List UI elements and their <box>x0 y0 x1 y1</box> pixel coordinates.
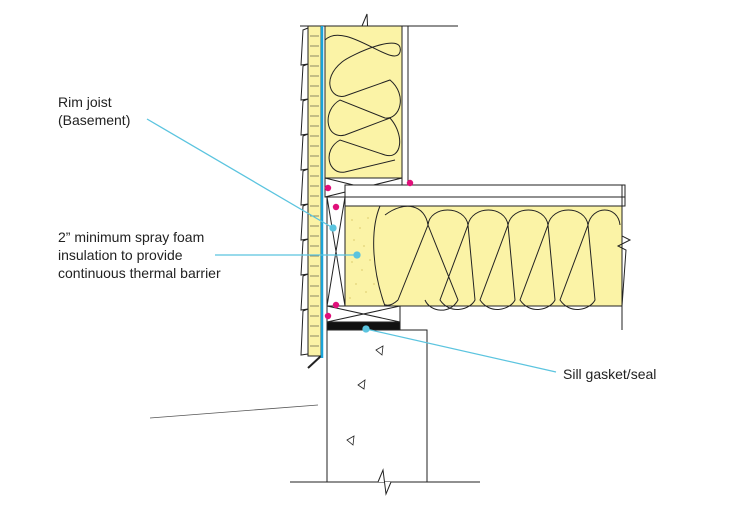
sealant-dots <box>324 179 414 320</box>
sill-gasket-leader <box>365 328 557 373</box>
rim-joist-leader <box>146 118 334 229</box>
spray-foam-label-line2: insulation to provide <box>58 247 183 263</box>
spray-foam-label-line1: 2” minimum spray foam <box>58 229 205 245</box>
rim-joist-label-line1: Rim joist <box>58 94 112 110</box>
spray-foam-label-line3: continuous thermal barrier <box>58 265 221 281</box>
strip-hatching <box>310 35 319 347</box>
foundation-wall <box>326 329 428 483</box>
interior-drywall <box>401 25 409 186</box>
subfloor <box>344 184 626 198</box>
flashing <box>307 355 322 369</box>
exterior-insulation-strip <box>307 25 322 357</box>
sill-gasket-label: Sill gasket/seal <box>563 366 657 382</box>
wall-batt-insulation <box>324 25 403 179</box>
siding <box>300 27 309 356</box>
spray-foam-stipple <box>349 217 375 299</box>
break-mark-right <box>616 185 632 330</box>
break-mark-bottom <box>377 468 392 496</box>
rim-joist-label-line2: (Basement) <box>58 112 131 128</box>
spray-foam-label: 2” minimum spray foam insulation to prov… <box>58 228 221 282</box>
wall-batt-loops <box>324 34 401 173</box>
foundation-leader <box>149 404 319 419</box>
floor-batt-loops <box>379 205 621 311</box>
rim-joist-label: Rim joist (Basement) <box>58 93 130 129</box>
aggregate-marks <box>346 345 384 446</box>
